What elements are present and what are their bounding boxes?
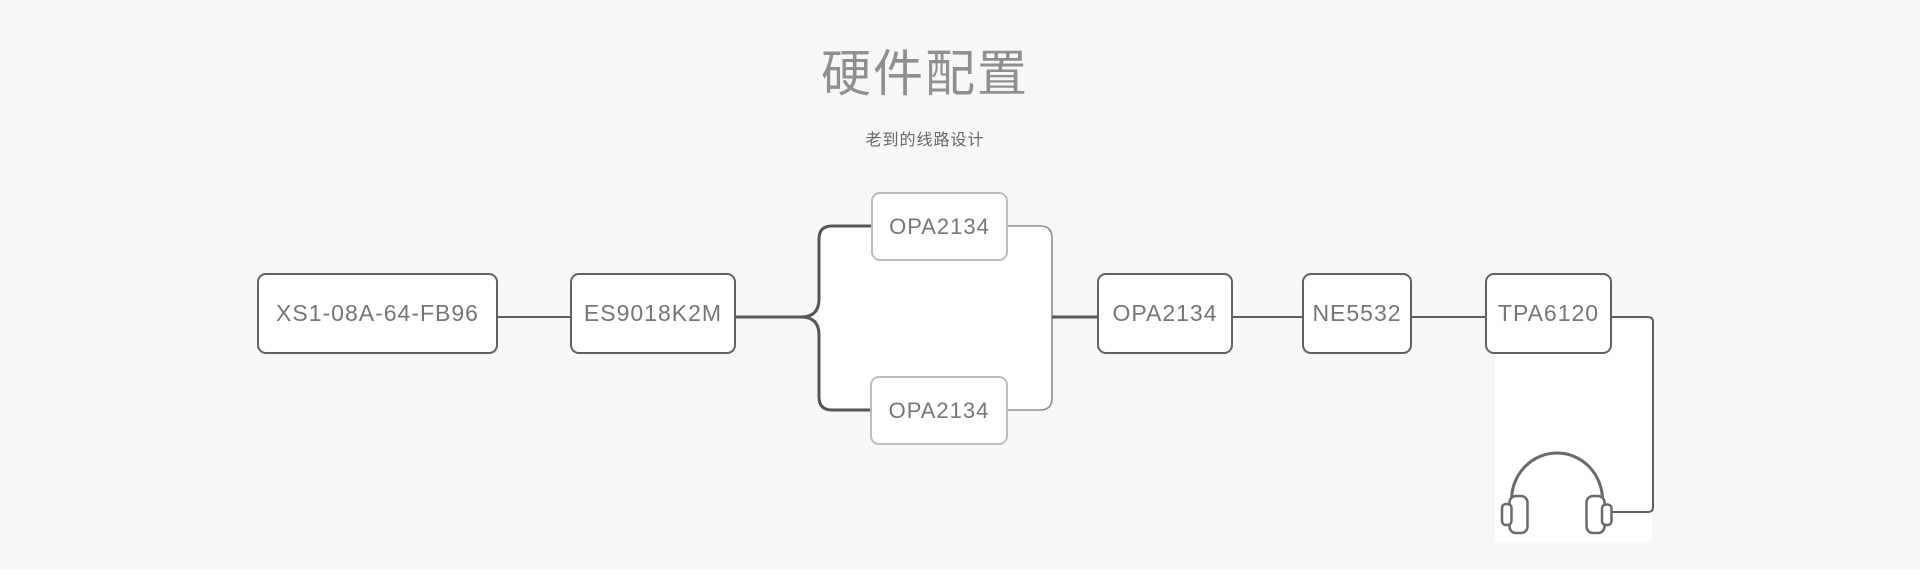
connector-tpa-headphones [1611,316,1654,513]
node-opamp-merge: OPA2134 [1097,273,1233,354]
parallel-section-panel [819,226,1052,410]
node-opamp-upper: OPA2134 [871,192,1008,261]
node-opamp-stage2: NE5532 [1302,273,1412,354]
headphones-right-pad [1600,503,1613,527]
page-subtitle: 老到的线路设计 [865,132,985,149]
split-connector-upper [736,224,871,319]
headphones-icon [1500,451,1613,535]
node-dac-chip: ES9018K2M [570,273,736,354]
headphones-left-pad [1500,502,1513,527]
headphones-band [1510,451,1604,501]
node-headphone-amp: TPA6120 [1485,273,1612,354]
footer-strip [0,569,1920,581]
split-connector-lower [800,315,870,412]
node-opamp-lower: OPA2134 [870,376,1008,445]
node-usb-interface: XS1-08A-64-FB96 [257,273,498,354]
page-title: 硬件配置 [821,46,1029,102]
